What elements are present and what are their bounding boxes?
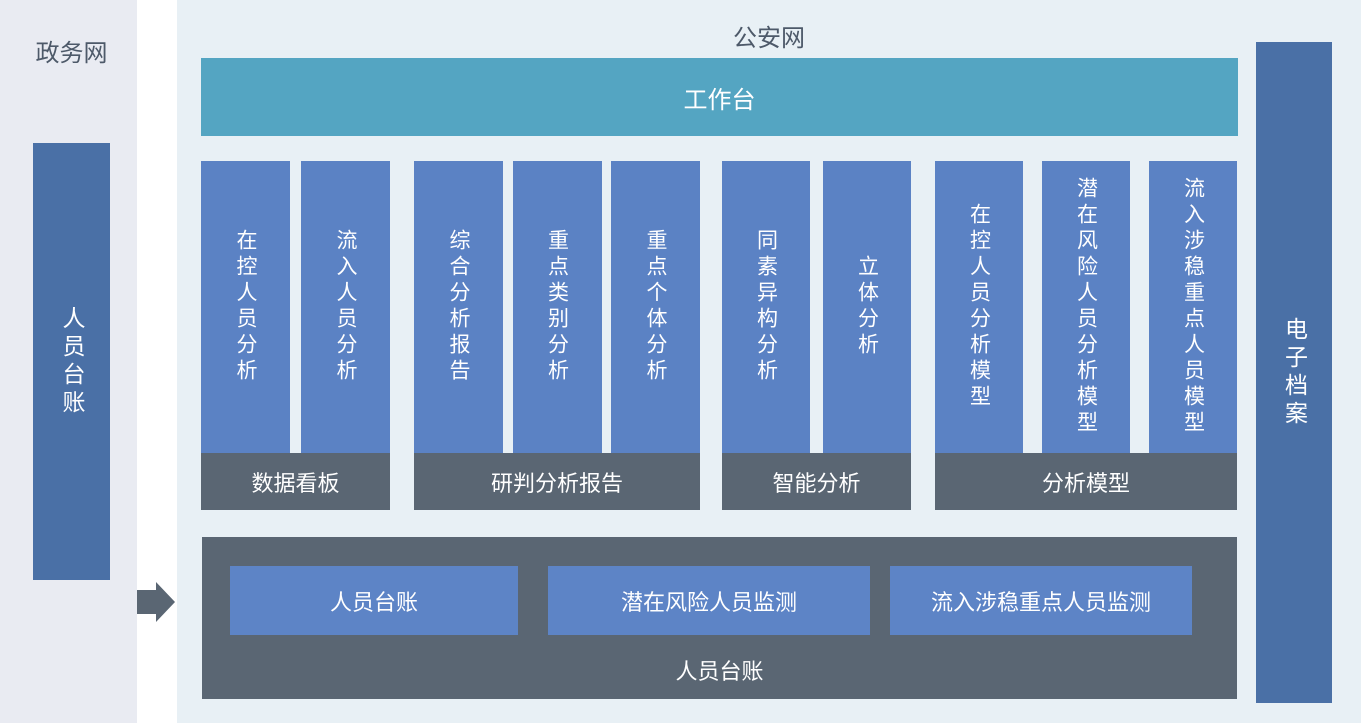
module-label: 流入人员分析	[334, 229, 357, 385]
group-label-text: 分析模型	[1041, 470, 1130, 496]
module-stereo-analysis: 立体分析	[823, 161, 911, 453]
module-label: 流入涉稳重点人员模型	[1181, 177, 1205, 437]
button-personnel-ledger: 人员台账	[230, 566, 518, 635]
module-label: 立体分析	[855, 255, 879, 359]
module-potential-risk-personnel-model: 潜在风险人员分析模型	[1042, 161, 1130, 453]
gov-network-title: 政务网	[35, 40, 108, 67]
police-network-panel: 公安网 工作台 在控人员分析 流入人员分析 数据看板 综合分析报告	[177, 0, 1361, 723]
module-inflow-key-personnel-model: 流入涉稳重点人员模型	[1149, 161, 1237, 453]
module-label: 在控人员分析模型	[967, 203, 991, 411]
group-label-analysis-models: 分析模型	[935, 453, 1237, 510]
module-isomer-analysis: 同素异构分析	[722, 161, 810, 453]
personnel-ledger-source-label: 人员台账	[59, 305, 85, 418]
electronic-archive-bar: 电子档案	[1256, 42, 1332, 703]
group-label-text: 数据看板	[251, 470, 340, 496]
module-controlled-personnel-model: 在控人员分析模型	[935, 161, 1023, 453]
group-label-text: 研判分析报告	[490, 470, 623, 496]
module-comprehensive-analysis-report: 综合分析报告	[414, 161, 503, 453]
group-data-dashboard: 在控人员分析 流入人员分析 数据看板	[201, 161, 390, 510]
module-key-category-analysis: 重点类别分析	[512, 161, 602, 453]
module-label: 同素异构分析	[754, 229, 778, 385]
module-inflow-personnel-analysis: 流入人员分析	[301, 161, 390, 453]
button-label: 流入涉稳重点人员监测	[930, 589, 1151, 615]
button-inflow-key-personnel-monitoring: 流入涉稳重点人员监测	[890, 566, 1192, 635]
personnel-ledger-panel-label: 人员台账	[675, 659, 764, 684]
group-label-intelligent-analysis: 智能分析	[722, 453, 911, 510]
gov-network-panel: 政务网 人员台账	[0, 0, 137, 723]
module-label: 综合分析报告	[447, 229, 470, 385]
module-label: 在控人员分析	[234, 229, 257, 385]
flow-arrow-icon	[137, 582, 175, 622]
workbench-label: 工作台	[683, 86, 756, 114]
module-controlled-personnel-analysis: 在控人员分析	[201, 161, 290, 453]
button-label: 人员台账	[329, 589, 418, 615]
group-label-analysis-reports: 研判分析报告	[414, 453, 700, 510]
button-potential-risk-monitoring: 潜在风险人员监测	[548, 566, 870, 635]
group-intelligent-analysis: 同素异构分析 立体分析 智能分析	[722, 161, 911, 510]
personnel-ledger-source-bar: 人员台账	[33, 143, 110, 580]
button-label: 潜在风险人员监测	[620, 589, 797, 615]
police-network-title: 公安网	[733, 25, 805, 52]
group-label-data-dashboard: 数据看板	[201, 453, 390, 510]
module-label: 重点类别分析	[545, 229, 569, 385]
group-analysis-reports: 综合分析报告 重点类别分析 重点个体分析 研判分析报告	[414, 161, 700, 510]
personnel-ledger-panel: 人员台账 潜在风险人员监测 流入涉稳重点人员监测 人员台账	[202, 537, 1237, 699]
module-key-individual-analysis: 重点个体分析	[611, 161, 700, 453]
workbench-bar: 工作台	[201, 58, 1238, 136]
group-analysis-models: 在控人员分析模型 潜在风险人员分析模型 流入涉稳重点人员模型 分析模型	[935, 161, 1237, 510]
electronic-archive-label: 电子档案	[1281, 316, 1308, 429]
module-label: 重点个体分析	[644, 229, 667, 385]
module-label: 潜在风险人员分析模型	[1074, 177, 1098, 437]
group-label-text: 智能分析	[772, 470, 861, 496]
